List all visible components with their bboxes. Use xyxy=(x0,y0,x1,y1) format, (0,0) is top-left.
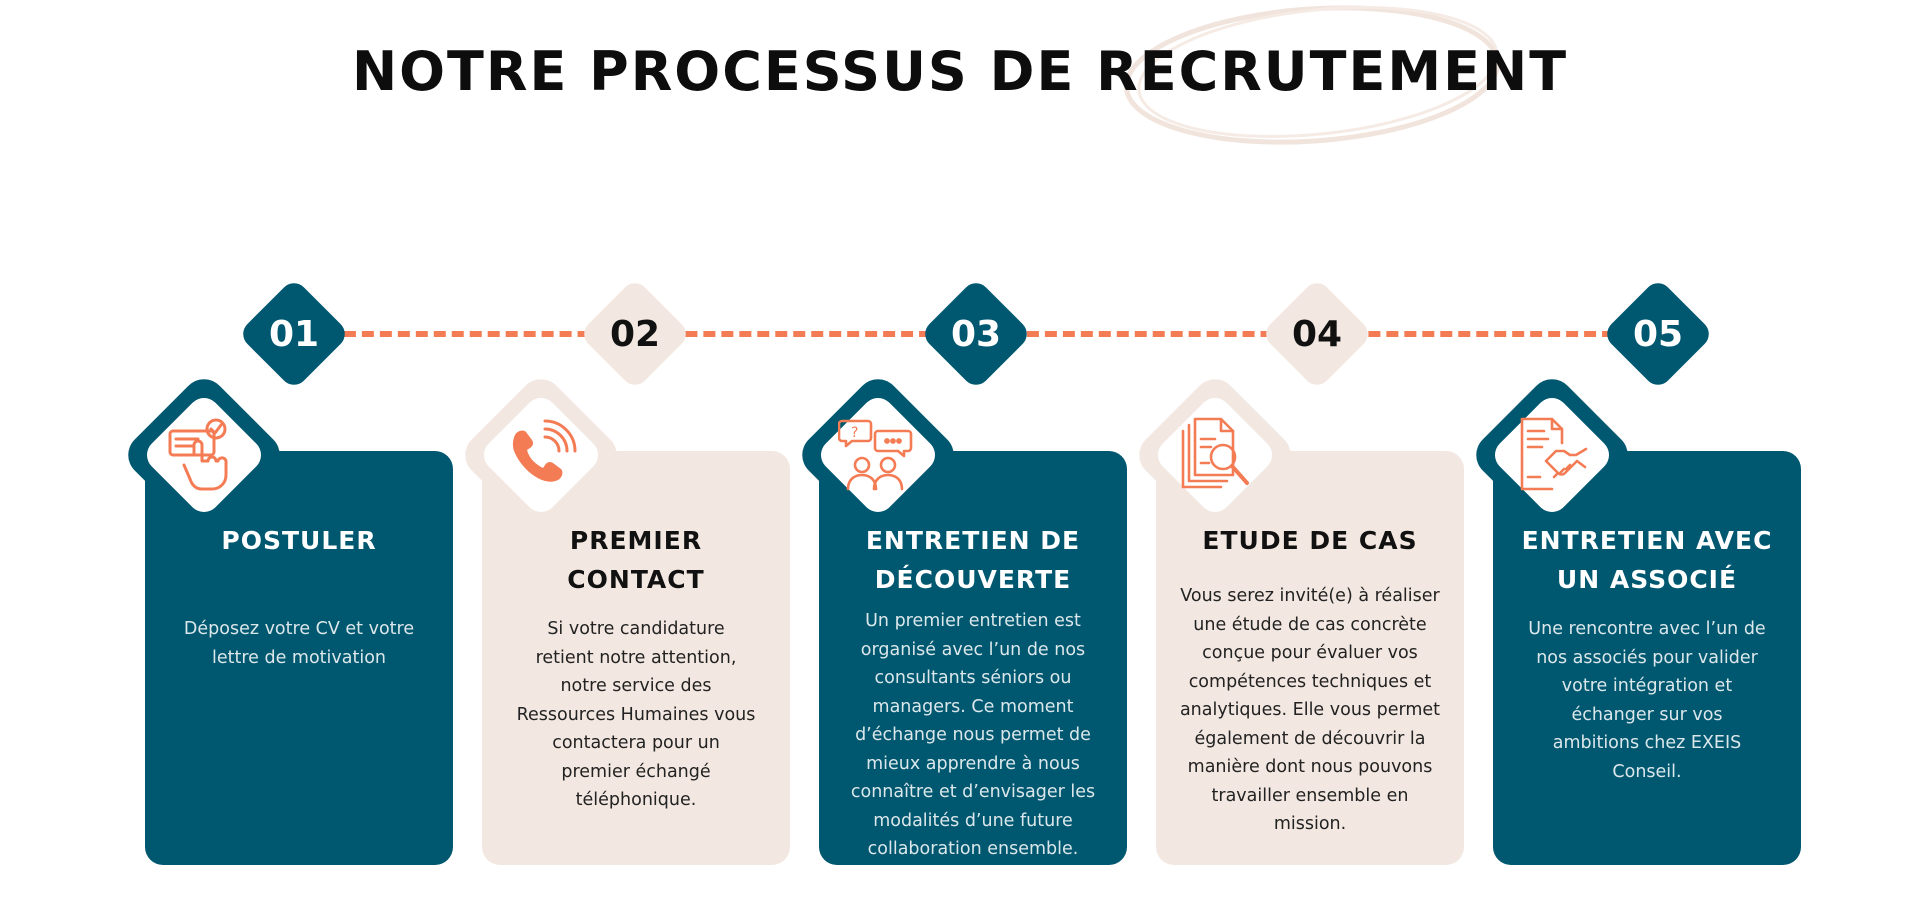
step-icon-badge xyxy=(119,370,289,540)
step-number-badge: 03 xyxy=(919,277,1033,391)
phone-call-icon xyxy=(512,419,577,482)
title-area: NOTRE PROCESSUS DE RECRUTEMENT xyxy=(0,0,1920,150)
step-icon-badge: ? xyxy=(793,370,963,540)
step-number: 02 xyxy=(609,313,661,355)
step-number-badge: 01 xyxy=(237,277,351,391)
step-title: ÉTUDE DE CAS xyxy=(1202,526,1418,555)
step-icon-badge xyxy=(1130,370,1300,540)
conversation-people-icon: ? xyxy=(838,419,913,491)
decorative-ellipse xyxy=(1123,5,1501,145)
step-description: Si votre candidature retient notre atten… xyxy=(516,619,756,810)
contract-handshake-icon xyxy=(1520,417,1588,491)
step-icon-badge xyxy=(456,370,626,540)
step-title: POSTULER xyxy=(221,526,377,555)
step-title: PREMIER CONTACT xyxy=(567,526,705,594)
svg-text:?: ? xyxy=(851,425,858,441)
step-number-badge: 02 xyxy=(578,277,692,391)
step-number-badge: 05 xyxy=(1601,277,1715,391)
step-description: Une rencontre avec l’un de nos associés … xyxy=(1528,619,1766,782)
step-number: 01 xyxy=(268,313,320,355)
step-description: Déposez votre CV et votre lettre de moti… xyxy=(183,619,415,668)
step-number: 04 xyxy=(1291,313,1343,355)
document-magnifier-icon xyxy=(1181,417,1249,489)
page-title: NOTRE PROCESSUS DE RECRUTEMENT xyxy=(351,40,1569,103)
step-number: 03 xyxy=(950,313,1002,355)
step-description: Vous serez invité(e) à réaliser une étud… xyxy=(1179,586,1441,834)
step-number: 05 xyxy=(1632,313,1684,355)
step-icon-badge xyxy=(1467,370,1637,540)
step-title: ENTRETIEN DE DÉCOUVERTE xyxy=(865,526,1081,594)
application-form-hand-icon xyxy=(168,418,228,491)
step-description: Un premier entretien est organisé avec l… xyxy=(850,611,1096,859)
step-number-badge: 04 xyxy=(1260,277,1374,391)
